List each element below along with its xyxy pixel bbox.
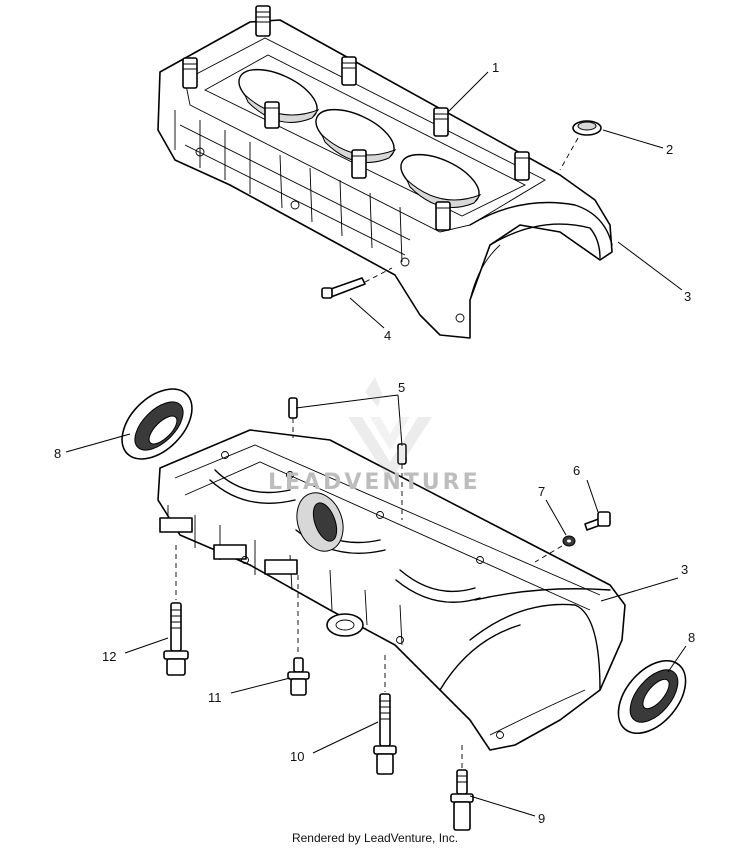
callout-10: 10 xyxy=(290,749,304,764)
callout-1: 1 xyxy=(492,60,499,75)
leader-lines xyxy=(65,71,687,817)
cylinder-studs xyxy=(182,5,530,231)
part-12-bolt xyxy=(163,545,189,676)
callout-3-upper: 3 xyxy=(684,289,691,304)
callout-7: 7 xyxy=(538,484,545,499)
part-10-bolt xyxy=(373,655,397,775)
leadventure-logo xyxy=(348,377,432,482)
callout-8-left: 8 xyxy=(54,446,61,461)
callout-8-right: 8 xyxy=(688,630,695,645)
part-5-dowel-pins xyxy=(288,397,407,520)
callout-3-lower: 3 xyxy=(681,562,688,577)
part-8-oil-seal-right xyxy=(617,659,687,735)
part-4-bolt xyxy=(321,267,393,299)
callout-9: 9 xyxy=(538,811,545,826)
upper-crankcase-half xyxy=(157,5,613,339)
callout-6: 6 xyxy=(573,463,580,478)
footer-credit: Rendered by LeadVenture, Inc. xyxy=(291,831,459,845)
part-11-bolt xyxy=(287,575,310,696)
part-2-plug xyxy=(559,120,602,171)
lower-crankcase-half xyxy=(157,429,626,751)
part-7-washer xyxy=(534,535,576,563)
callout-11: 11 xyxy=(208,690,222,705)
callout-4: 4 xyxy=(384,328,391,343)
callout-12: 12 xyxy=(102,649,116,664)
callout-5: 5 xyxy=(398,380,405,395)
callout-2: 2 xyxy=(666,142,673,157)
part-6-screw xyxy=(584,511,611,531)
part-9-bolt xyxy=(450,745,474,831)
part-8-oil-seal-left xyxy=(121,388,193,460)
watermark-text: LEADVENTURE xyxy=(268,470,481,495)
bearing-race xyxy=(296,492,344,552)
